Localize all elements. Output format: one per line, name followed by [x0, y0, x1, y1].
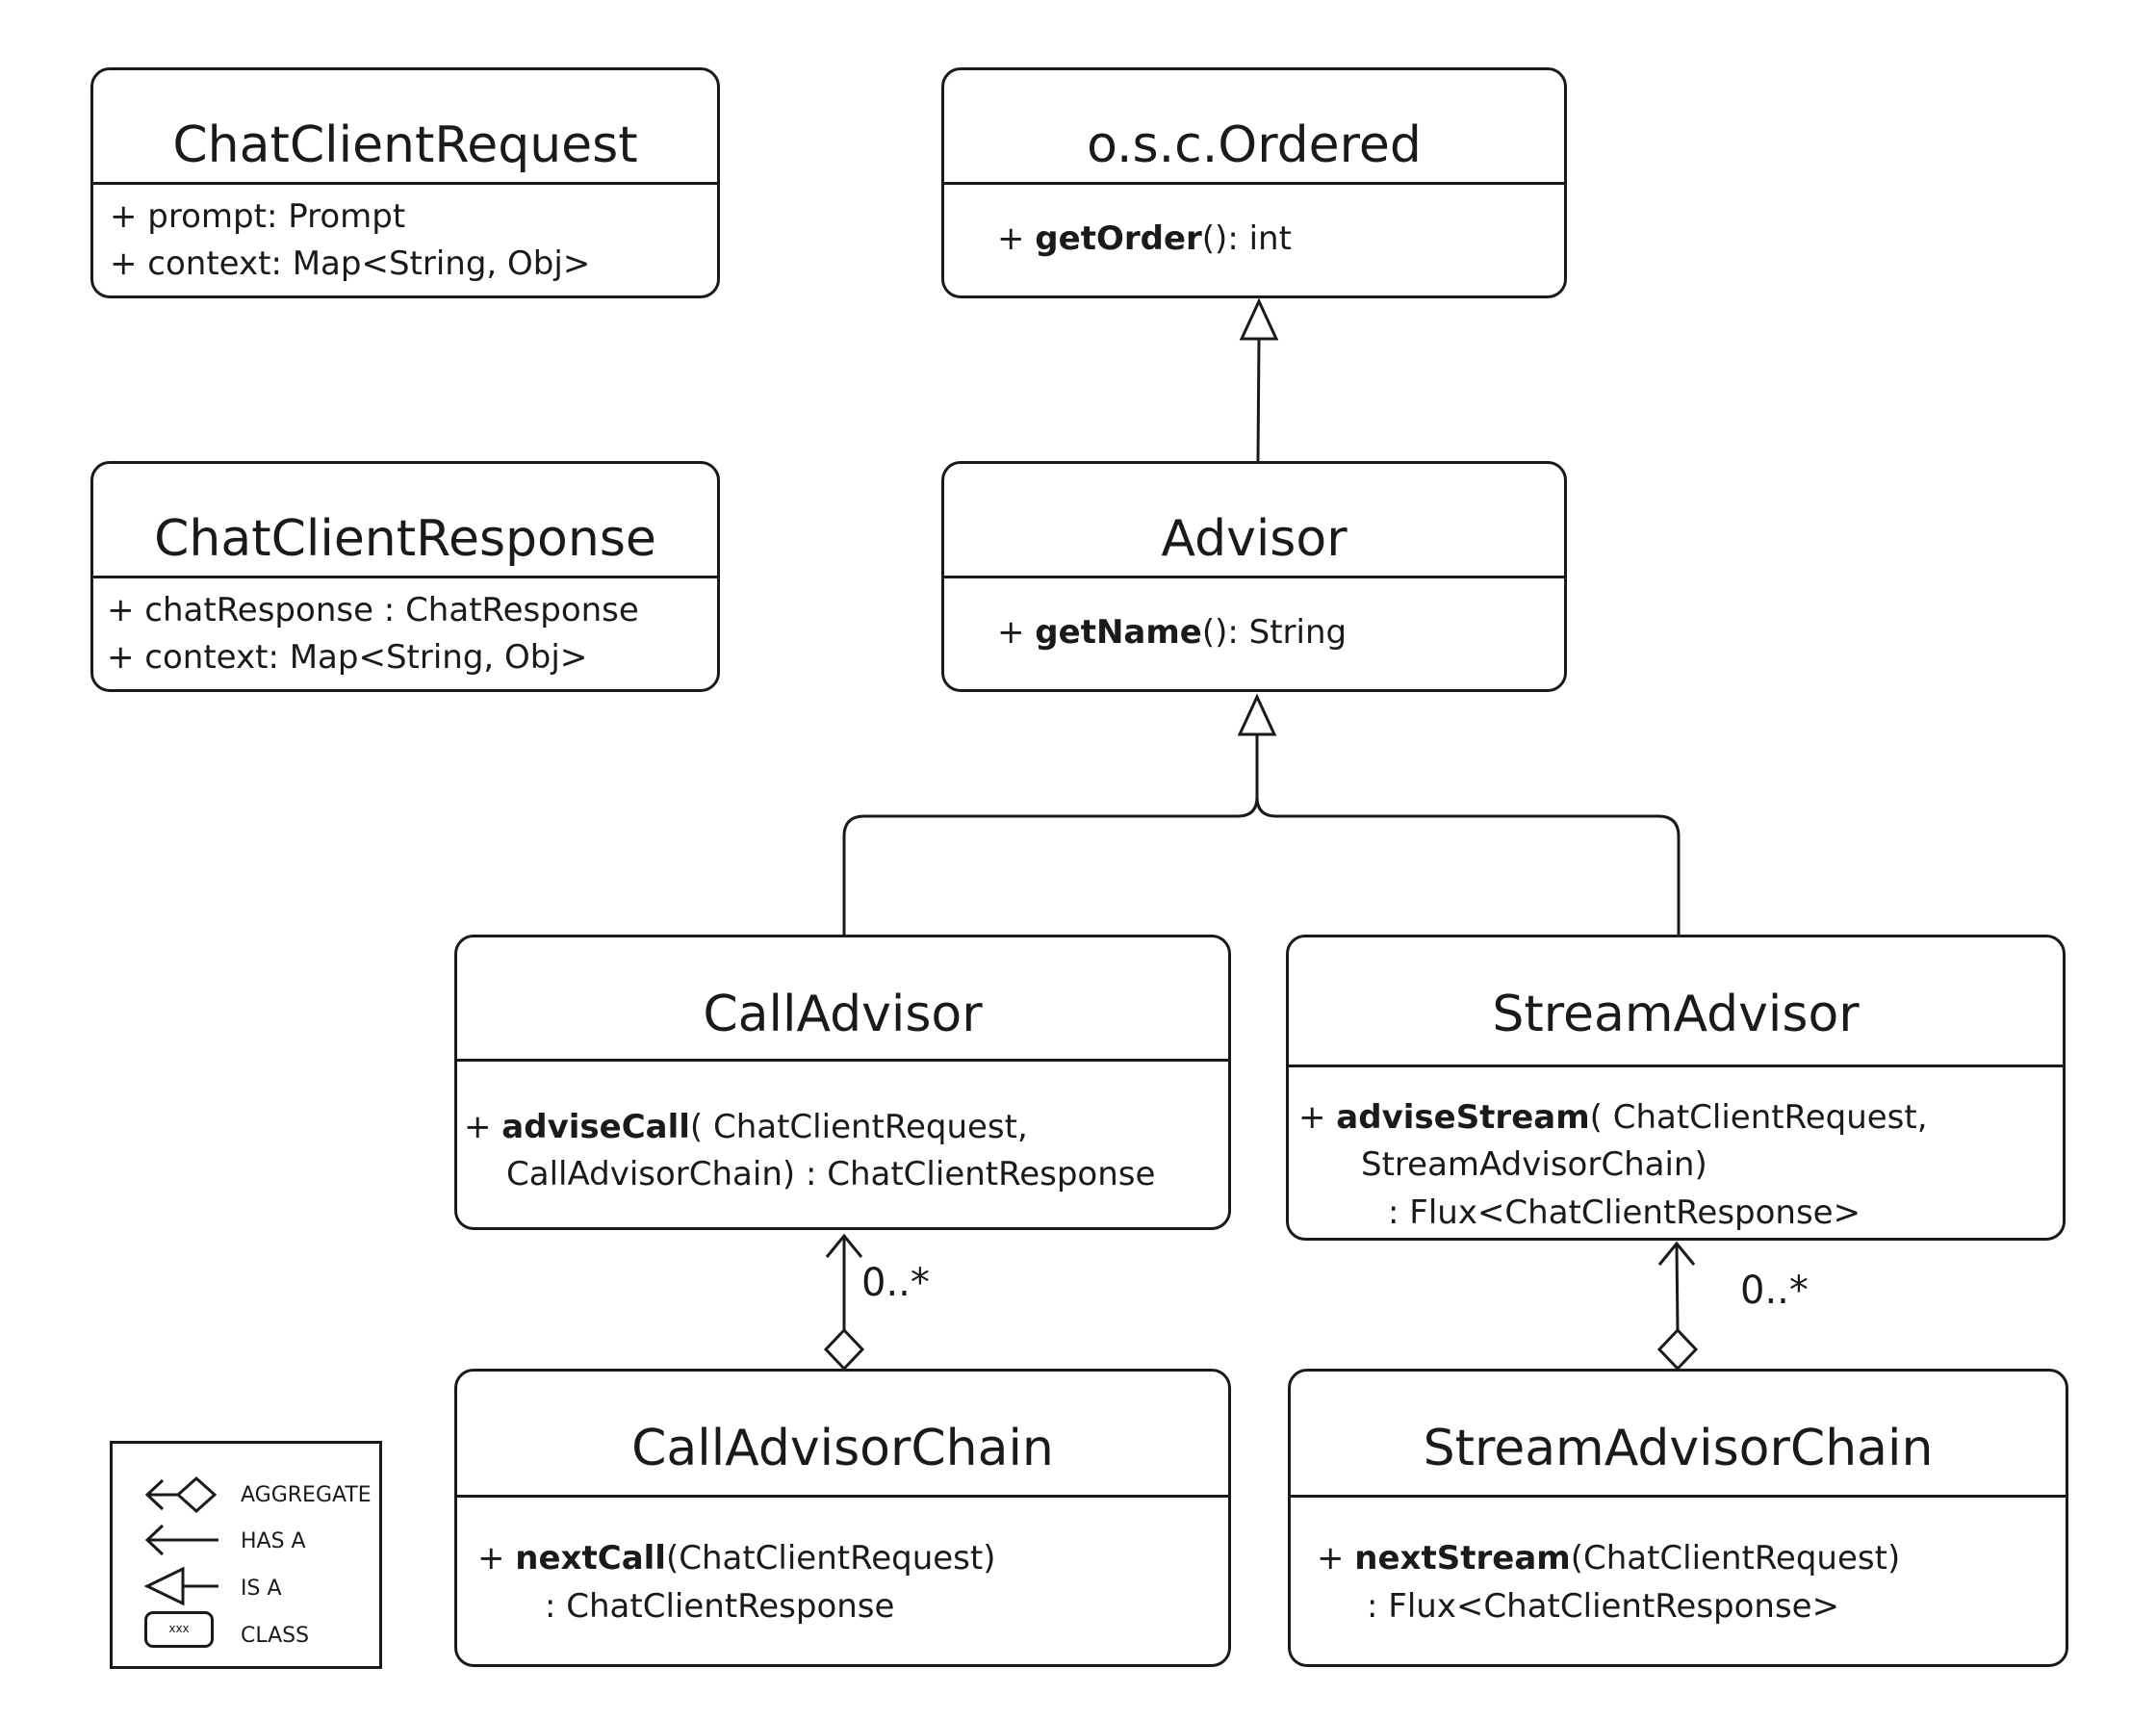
generalization-arrowhead-ordered	[1239, 297, 1279, 341]
method-signature: (ChatClientRequest)	[1570, 1539, 1901, 1578]
method-name: getName	[1035, 613, 1202, 652]
method-signature: (ChatClientRequest)	[665, 1539, 996, 1578]
class-title: o.s.c.Ordered	[1087, 116, 1422, 174]
legend: AGGREGATE HAS A IS A xxx CLASS	[110, 1441, 382, 1669]
method-signature-continuation: CallAdvisorChain) : ChatClientResponse	[506, 1155, 1156, 1193]
legend-label-aggregate: AGGREGATE	[241, 1483, 372, 1507]
multiplicity-call: 0..*	[861, 1261, 930, 1305]
class-chat-client-response: ChatClientResponse + chatResponse : Chat…	[90, 461, 720, 692]
class-stream-advisor-chain: StreamAdvisorChain + nextStream(ChatClie…	[1288, 1369, 2068, 1667]
method-signature-continuation: : Flux<ChatClientResponse>	[1367, 1587, 1840, 1626]
class-attribute: + prompt: Prompt	[110, 197, 406, 236]
class-divider	[944, 182, 1564, 185]
class-call-advisor: CallAdvisor + adviseCall( ChatClientRequ…	[454, 935, 1231, 1230]
generalization-arrowhead-advisor	[1237, 693, 1277, 736]
class-title: Advisor	[1161, 510, 1348, 568]
class-chat-client-request: ChatClientRequest + prompt: Prompt + con…	[90, 67, 720, 298]
method-signature-continuation: : ChatClientResponse	[545, 1587, 895, 1626]
method-visibility: +	[997, 613, 1036, 652]
class-title: ChatClientRequest	[172, 116, 638, 174]
legend-label-is-a: IS A	[241, 1577, 282, 1601]
class-title: StreamAdvisorChain	[1423, 1420, 1934, 1477]
class-stream-advisor: StreamAdvisor + adviseStream( ChatClient…	[1286, 935, 2066, 1241]
method-signature: (): String	[1201, 613, 1348, 652]
aggregation-line-stream	[1675, 1244, 1680, 1331]
generalization-line-calladvisor-advisor	[842, 734, 1259, 935]
class-title: CallAdvisor	[703, 986, 983, 1043]
class-ordered: o.s.c.Ordered + getOrder(): int	[941, 67, 1567, 298]
class-method: + nextStream(ChatClientRequest)	[1317, 1535, 1900, 1581]
class-method: + getOrder(): int	[997, 216, 1292, 262]
aggregation-diamond-call	[823, 1327, 865, 1372]
method-signature-continuation: StreamAdvisorChain)	[1361, 1145, 1707, 1184]
aggregation-diamond-stream	[1656, 1327, 1699, 1372]
generalization-line-advisor-ordered	[1256, 338, 1261, 462]
class-method: + adviseStream( ChatClientRequest,	[1298, 1094, 1928, 1141]
class-divider	[93, 182, 717, 185]
class-divider	[457, 1495, 1228, 1498]
method-name: adviseCall	[501, 1108, 690, 1146]
aggregation-arrowhead-call	[825, 1233, 863, 1258]
method-visibility: +	[464, 1108, 502, 1146]
class-advisor: Advisor + getName(): String	[941, 461, 1567, 692]
class-method: + nextCall(ChatClientRequest)	[477, 1535, 995, 1581]
method-signature: ( ChatClientRequest,	[689, 1108, 1028, 1146]
generalization-line-streamadvisor-advisor	[1255, 796, 1681, 935]
method-visibility: +	[997, 219, 1036, 258]
class-method: + getName(): String	[997, 609, 1347, 655]
method-name: nextStream	[1354, 1539, 1571, 1578]
class-divider	[93, 576, 717, 578]
method-visibility: +	[477, 1539, 516, 1578]
legend-aggregate-arrowhead	[144, 1478, 165, 1511]
legend-label-has-a: HAS A	[241, 1529, 306, 1553]
aggregation-arrowhead-stream	[1657, 1241, 1696, 1266]
class-title: CallAdvisorChain	[631, 1420, 1054, 1477]
class-divider	[1291, 1495, 2066, 1498]
method-name: adviseStream	[1336, 1098, 1590, 1137]
method-signature-continuation: : Flux<ChatClientResponse>	[1388, 1193, 1861, 1232]
method-name: nextCall	[515, 1539, 666, 1578]
class-divider	[944, 576, 1564, 578]
class-title: StreamAdvisor	[1492, 986, 1860, 1043]
method-signature: ( ChatClientRequest,	[1589, 1098, 1928, 1137]
method-visibility: +	[1298, 1098, 1337, 1137]
class-attribute: + context: Map<String, Obj>	[107, 638, 588, 677]
class-title: ChatClientResponse	[154, 510, 656, 568]
class-divider	[1289, 1065, 2063, 1067]
method-visibility: +	[1317, 1539, 1355, 1578]
legend-aggregate-diamond	[175, 1475, 218, 1514]
class-divider	[457, 1059, 1228, 1062]
class-attribute: + context: Map<String, Obj>	[110, 244, 591, 283]
class-call-advisor-chain: CallAdvisorChain + nextCall(ChatClientRe…	[454, 1369, 1231, 1667]
class-attribute: + chatResponse : ChatResponse	[107, 591, 639, 629]
multiplicity-stream: 0..*	[1740, 1269, 1809, 1313]
method-name: getOrder	[1035, 219, 1202, 258]
legend-label-class: CLASS	[241, 1624, 310, 1648]
legend-class-symbol: xxx	[144, 1611, 214, 1648]
method-signature: (): int	[1201, 219, 1292, 258]
class-method: + adviseCall( ChatClientRequest,	[464, 1104, 1028, 1150]
legend-has-a-arrowhead	[144, 1524, 165, 1556]
